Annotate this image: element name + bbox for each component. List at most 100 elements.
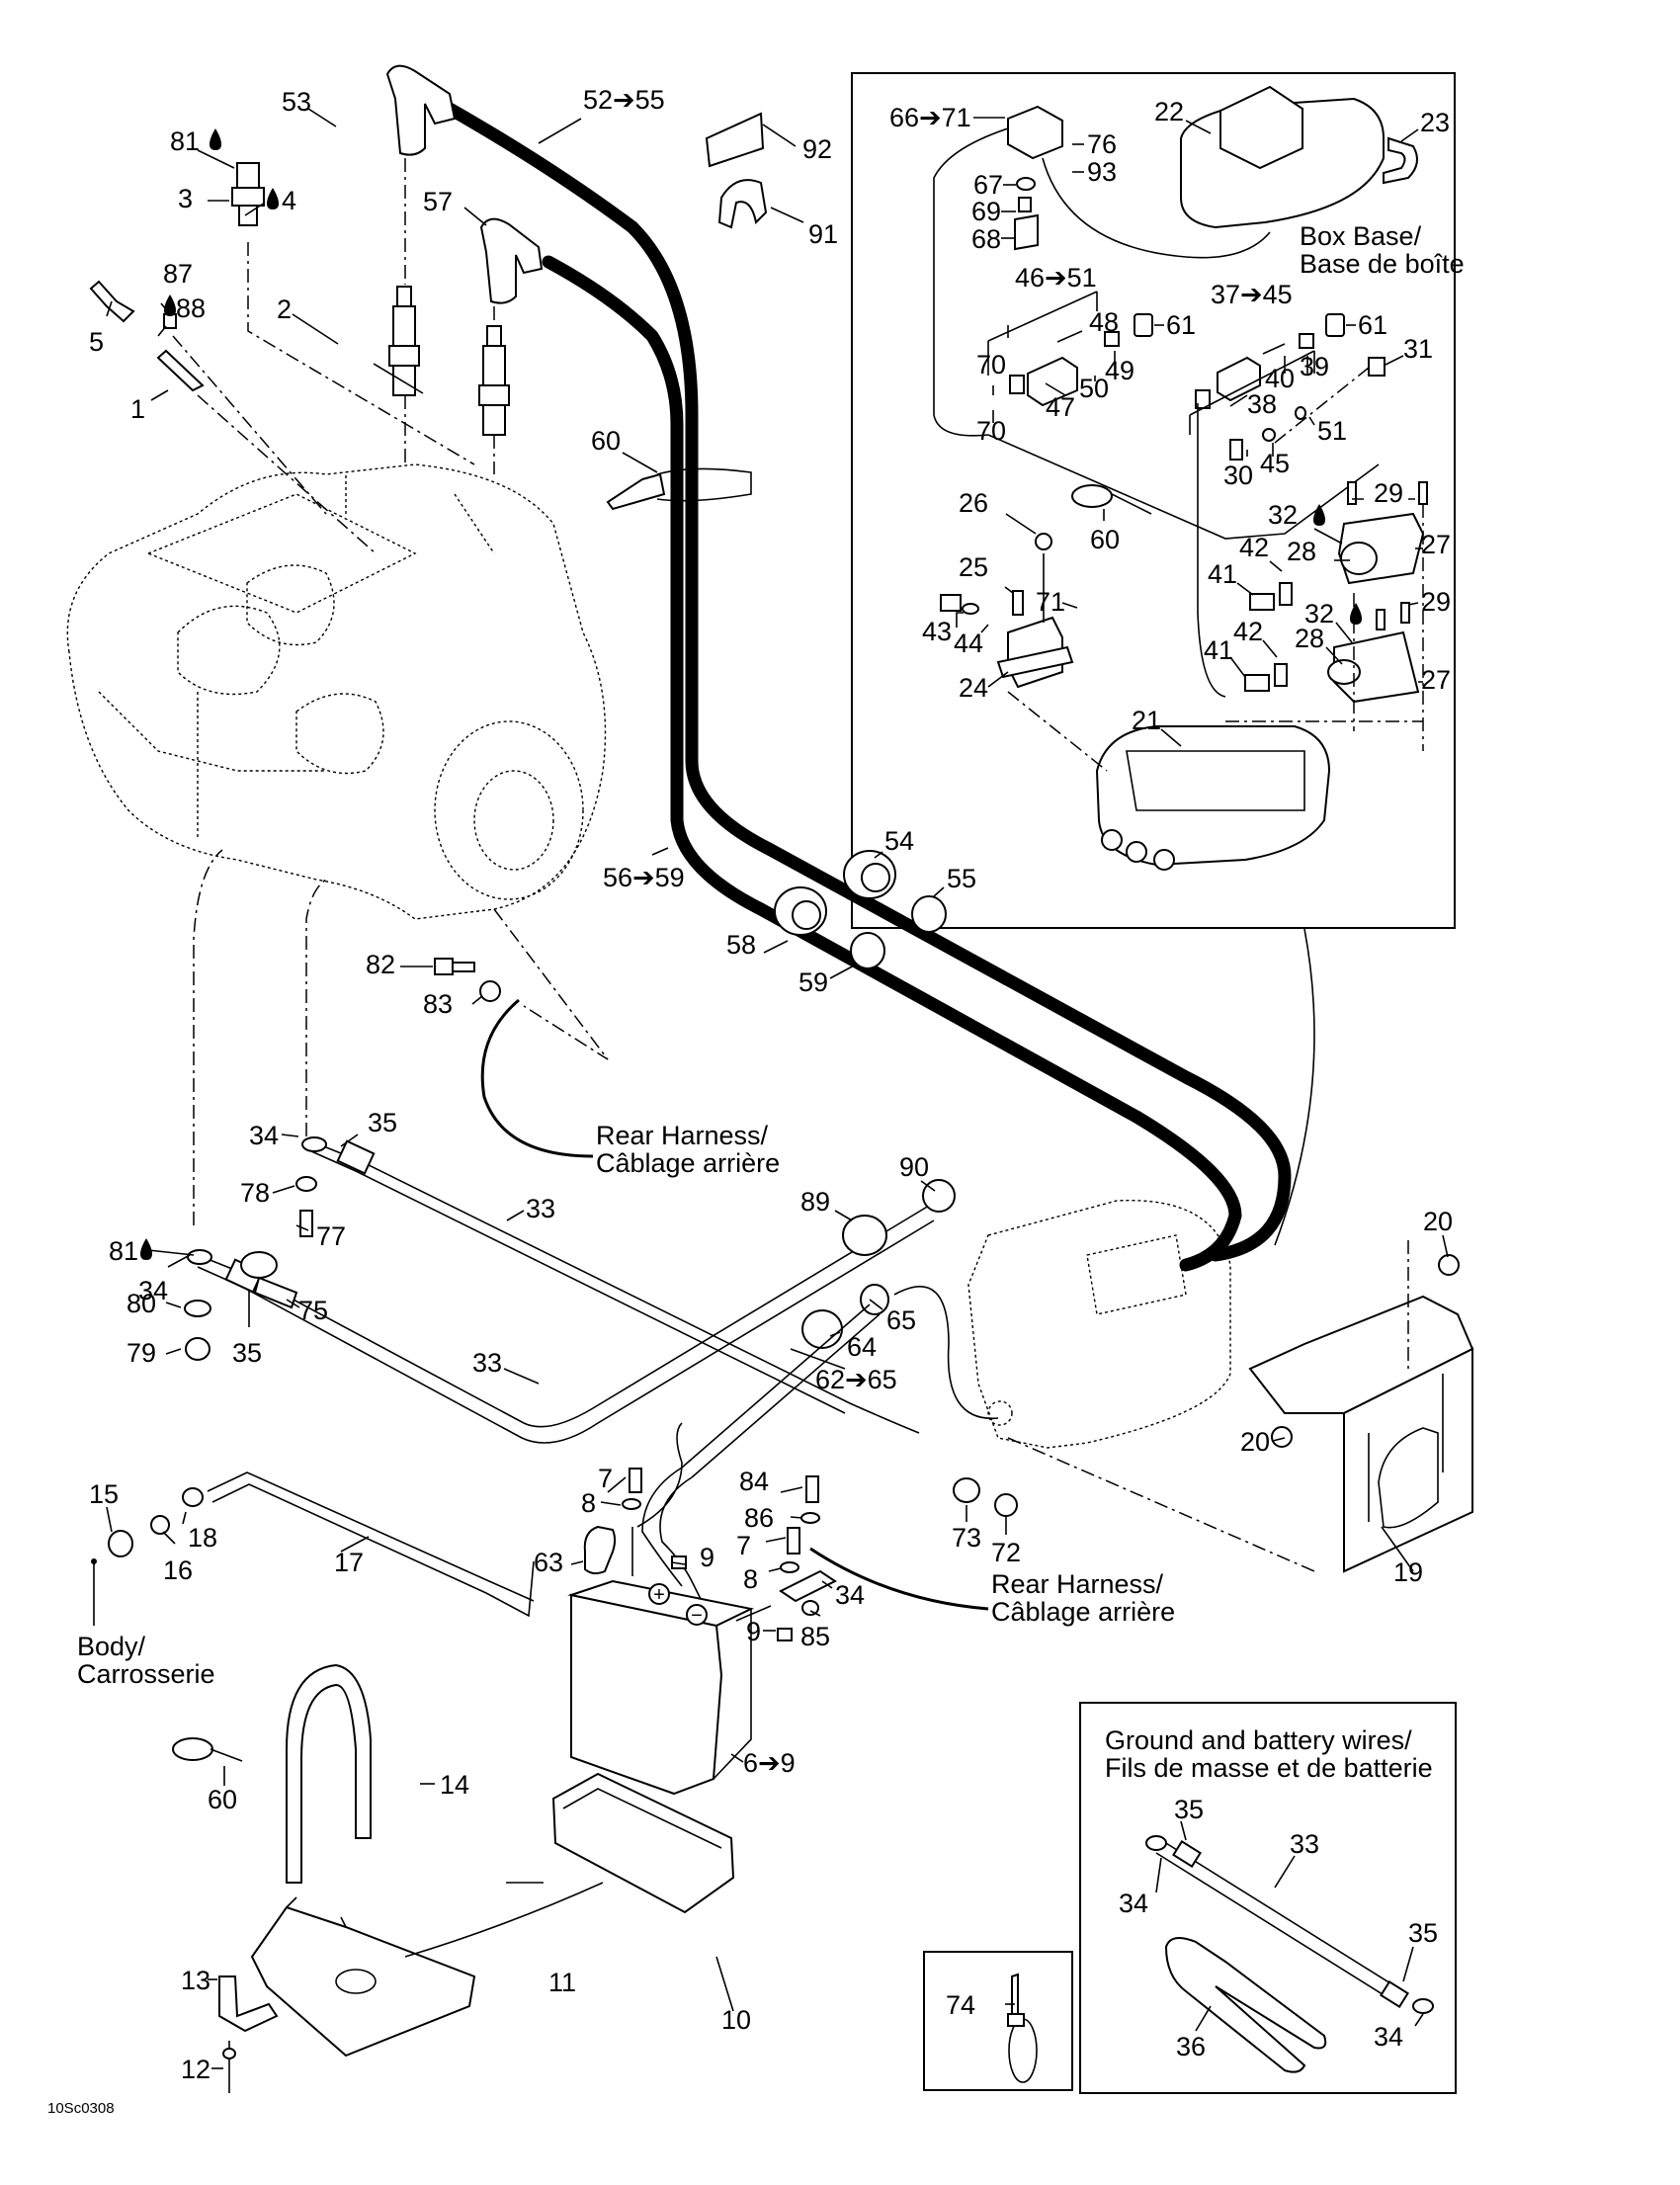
cap-54: [843, 850, 896, 899]
callout-47: 47: [1046, 392, 1075, 422]
boot-63: [583, 1525, 617, 1575]
rear-harness-note-2-line1: Rear Harness/: [991, 1569, 1164, 1599]
inset-ground-cable-33: [1145, 1835, 1434, 2014]
callout-12: 12: [181, 2055, 210, 2084]
ground-cable-33a: [310, 1140, 920, 1434]
callout-41a: 41: [1208, 559, 1237, 589]
callout-91: 91: [808, 219, 838, 249]
cable-clamp-91: [717, 179, 768, 229]
callout-39: 39: [1300, 352, 1329, 381]
washer-72: [994, 1493, 1018, 1517]
bolt-25: [1012, 590, 1024, 616]
callout-43: 43: [922, 617, 952, 646]
ignition-cable-52-55: [443, 102, 1292, 1262]
bolt-20b: [1271, 1426, 1293, 1448]
bolt-7b: [787, 1527, 800, 1555]
nut-9b: [777, 1628, 793, 1641]
callout-42b: 42: [1233, 617, 1263, 646]
drop-icon: [140, 1238, 152, 1260]
callout-35a: 35: [368, 1108, 397, 1137]
callout-56-59: 56➔59: [603, 863, 685, 892]
callout-23: 23: [1420, 108, 1450, 137]
inset-callout-33: 33: [1290, 1829, 1319, 1859]
callout-35b: 35: [232, 1338, 262, 1368]
callout-46-51: 46➔51: [1015, 263, 1097, 293]
callout-60c: 60: [208, 1785, 237, 1814]
callout-32a: 32: [1268, 500, 1298, 530]
callout-64: 64: [847, 1332, 877, 1362]
cable-holder-92: [705, 112, 765, 168]
callout-14: 14: [440, 1770, 469, 1800]
callout-20b: 20: [1240, 1427, 1270, 1457]
callout-84: 84: [739, 1467, 769, 1496]
callout-8a: 8: [581, 1488, 596, 1518]
fuse-box-detail-frame: [851, 72, 1456, 929]
nut-26: [1035, 533, 1052, 550]
rivet-12: [222, 2041, 236, 2093]
callout-1: 1: [130, 394, 145, 424]
callout-21: 21: [1132, 706, 1161, 735]
bolt-82: [434, 958, 475, 975]
callout-24: 24: [959, 673, 988, 703]
fuse-holder-27b: [1327, 630, 1420, 704]
drop-icon: [1350, 603, 1362, 625]
callout-16: 16: [163, 1555, 193, 1585]
tie-wrap-60: [606, 467, 752, 511]
callout-25: 25: [959, 552, 988, 582]
callout-62-65: 62➔65: [815, 1365, 897, 1394]
boot-75: [240, 1251, 298, 1309]
screws-29: [1347, 481, 1428, 630]
callout-92: 92: [802, 134, 832, 164]
drop-icon: [267, 188, 279, 210]
seal-23: [1383, 136, 1418, 185]
grommet-15: [108, 1530, 133, 1557]
callout-60: 60: [591, 426, 621, 456]
bolt-7a: [629, 1468, 642, 1493]
callout-67: 67: [973, 170, 1003, 200]
fastener-5: [89, 280, 135, 323]
bracket-1: [156, 349, 205, 392]
seal-44: [962, 603, 979, 615]
washer-8b: [780, 1561, 799, 1573]
terminal-69: [1018, 197, 1032, 212]
callout-10: 10: [721, 2005, 751, 2035]
drop-icon: [164, 294, 176, 316]
bracket-19: [1248, 1295, 1474, 1573]
spark-plug-cap-57: [479, 217, 544, 304]
callout-9b: 9: [746, 1617, 761, 1646]
callout-86: 86: [744, 1503, 774, 1533]
bolt-84: [805, 1475, 819, 1503]
battery-strap-14: [286, 1663, 372, 1884]
callout-5: 5: [89, 327, 104, 357]
callout-71: 71: [1036, 587, 1065, 617]
callout-45: 45: [1260, 449, 1290, 478]
terminal-34b: [187, 1249, 212, 1265]
callout-40: 40: [1265, 364, 1295, 393]
callout-76: 76: [1087, 129, 1117, 159]
rear-harness-note-2-line2: Câblage arrière: [991, 1597, 1175, 1627]
cap-64: [801, 1309, 843, 1349]
temperature-sensor-3: [231, 162, 265, 226]
callout-54: 54: [884, 826, 914, 856]
body-note-line2: Carrosserie: [77, 1659, 215, 1689]
battery-positive-terminal: +: [648, 1583, 670, 1606]
callout-11: 11: [548, 1968, 576, 1997]
tie-wrap-74: [1007, 1973, 1038, 2083]
callout-30: 30: [1223, 461, 1253, 490]
cap-58: [774, 886, 827, 936]
drop-icon: [1313, 504, 1325, 526]
washer-86: [800, 1512, 820, 1524]
callout-87: 87: [163, 259, 193, 289]
callout-27a: 27: [1421, 530, 1451, 559]
callout-57: 57: [423, 187, 453, 216]
callout-85: 85: [800, 1622, 830, 1651]
callout-49: 49: [1105, 356, 1134, 385]
callout-66-71: 66➔71: [889, 103, 971, 132]
callout-33a: 33: [526, 1194, 555, 1223]
callout-55: 55: [947, 864, 976, 893]
fuse-holder-27a: [1337, 512, 1425, 585]
callout-29a: 29: [1374, 478, 1403, 508]
callout-34a: 34: [249, 1121, 279, 1150]
callout-41b: 41: [1204, 635, 1233, 665]
ground-battery-inset-frame: [1079, 1702, 1457, 2094]
